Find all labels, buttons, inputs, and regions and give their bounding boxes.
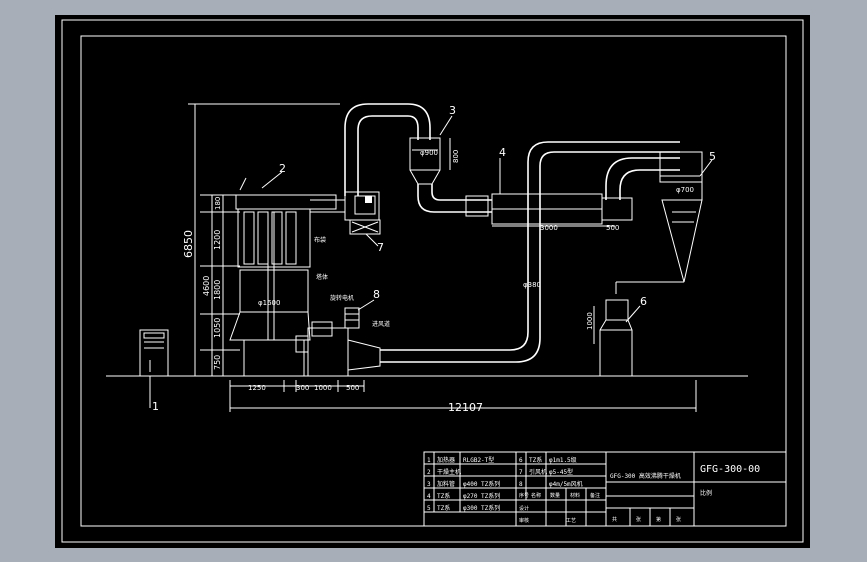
tb-scale-label: 比例 bbox=[700, 489, 712, 497]
callout-2: 2 bbox=[279, 162, 286, 175]
tb-row4-no: 4 bbox=[427, 493, 431, 500]
tb-header-mat: 材料 bbox=[570, 492, 580, 499]
heater-unit bbox=[295, 307, 381, 377]
riser-duct bbox=[380, 141, 680, 363]
dim-h6: 180 bbox=[214, 197, 222, 210]
tb-right-row2-name: 引风机 bbox=[529, 468, 547, 476]
tb-header-qty: 数量 bbox=[550, 492, 560, 499]
outer-border bbox=[61, 19, 804, 543]
tb-row5-no: 5 bbox=[427, 505, 431, 512]
tb-sign-design: 设计 bbox=[519, 505, 529, 512]
dim-overall-height: 6850 bbox=[182, 230, 195, 258]
tb-header-name: 名称 bbox=[531, 492, 541, 499]
dim-h5: 750 bbox=[213, 355, 222, 370]
callout-8: 8 bbox=[373, 288, 380, 301]
tb-right-row1-spec: φ1m1.5级 bbox=[549, 456, 577, 464]
tb-row3-spec: φ400 TZ系列 bbox=[463, 480, 500, 488]
annotation-motor: 旋转电机 bbox=[330, 294, 354, 302]
tb-row3-no: 3 bbox=[427, 481, 431, 488]
dim-separator-dia: φ700 bbox=[676, 186, 694, 194]
tb-right-row1-no: 6 bbox=[519, 457, 523, 464]
tb-row3-name: 加料管 bbox=[437, 480, 455, 488]
tb-right-row2-spec: φ5-45型 bbox=[549, 468, 573, 476]
tb-sign-process: 工艺 bbox=[566, 518, 576, 524]
tb-right-row2-no: 7 bbox=[519, 469, 523, 476]
tb-row1-name: 加热器 bbox=[437, 456, 455, 464]
tb-row5-spec: φ300 TZ系列 bbox=[463, 504, 500, 512]
cyclone-separator bbox=[615, 151, 703, 294]
leader-2 bbox=[261, 171, 283, 189]
tb-right-row1-name: TZ系 bbox=[529, 456, 542, 464]
annotation-tower: 塔体 bbox=[316, 273, 328, 281]
dim-500: 500 bbox=[606, 224, 619, 232]
drying-tower bbox=[229, 177, 345, 377]
tb-right-row3-no: 8 bbox=[519, 481, 523, 488]
dim-h4: 1050 bbox=[213, 318, 222, 338]
tb-row2-no: 2 bbox=[427, 469, 431, 476]
vertical-dimension-lines bbox=[188, 103, 340, 376]
tb-row4-name: TZ系 bbox=[437, 492, 450, 500]
annotation-bag: 布袋 bbox=[314, 236, 326, 244]
tb-row1-no: 1 bbox=[427, 457, 431, 464]
dim-w2: 300 bbox=[296, 384, 309, 392]
return-duct bbox=[344, 103, 431, 196]
dim-separator-height: 1000 bbox=[586, 312, 594, 330]
dim-w4: 500 bbox=[346, 384, 359, 392]
induced-draft-fan bbox=[344, 191, 381, 247]
tb-row5-name: TZ系 bbox=[437, 504, 450, 512]
leader-5 bbox=[699, 159, 713, 177]
title-block bbox=[423, 451, 787, 527]
heater-cabinet bbox=[139, 329, 169, 408]
tb-header-no: 序号 bbox=[519, 492, 529, 499]
dim-h2: 1800 bbox=[213, 280, 222, 300]
dim-cyclone-dia: φ1600 bbox=[258, 299, 280, 307]
dim-tower-top: φ900 bbox=[420, 149, 438, 157]
dust-filter bbox=[409, 137, 451, 185]
tb-header-note: 备注 bbox=[590, 492, 600, 499]
tb-bottom-3: 第 bbox=[656, 516, 661, 523]
callout-4: 4 bbox=[499, 146, 506, 159]
tb-bottom-1: 共 bbox=[612, 516, 617, 523]
leader-6 bbox=[625, 305, 641, 323]
tb-bottom-4: 张 bbox=[676, 516, 681, 523]
callout-5: 5 bbox=[709, 150, 716, 163]
tb-row2-name: 干燥主机 bbox=[437, 468, 461, 476]
callout-7: 7 bbox=[377, 241, 384, 254]
callout-6: 6 bbox=[640, 295, 647, 308]
annotation-inlet: 进风道 bbox=[372, 320, 390, 328]
dim-h1: 4600 bbox=[202, 276, 211, 296]
connecting-duct bbox=[417, 184, 633, 225]
tb-row1-spec: RLGB2-T型 bbox=[463, 456, 494, 464]
dim-total-length: 12107 bbox=[448, 401, 483, 414]
tb-bottom-2: 张 bbox=[636, 516, 641, 523]
dim-w3: 1000 bbox=[314, 384, 332, 392]
dim-800: 800 bbox=[452, 150, 460, 163]
tb-row4-spec: φ270 TZ系列 bbox=[463, 492, 500, 500]
tb-right-row3-spec: φ4m/5m风机 bbox=[549, 480, 583, 488]
collection-bin bbox=[593, 299, 633, 376]
horizontal-dimension-lines bbox=[229, 380, 697, 412]
leader-8 bbox=[357, 299, 375, 311]
drawing-canvas bbox=[55, 15, 810, 548]
leader-3 bbox=[439, 115, 453, 136]
tb-sign-review: 审核 bbox=[519, 517, 529, 524]
tb-drawing-no: GFG-300-00 bbox=[700, 464, 760, 475]
dim-h3: 1200 bbox=[213, 230, 222, 250]
dim-duct-dia: φ380 bbox=[523, 281, 541, 289]
dim-w1: 1250 bbox=[248, 384, 266, 392]
callout-1: 1 bbox=[152, 400, 159, 413]
dim-duct-length: 3000 bbox=[540, 224, 558, 232]
tb-drawing-name: GFG-300 高效沸腾干燥机 bbox=[610, 472, 681, 480]
callout-3: 3 bbox=[449, 104, 456, 117]
